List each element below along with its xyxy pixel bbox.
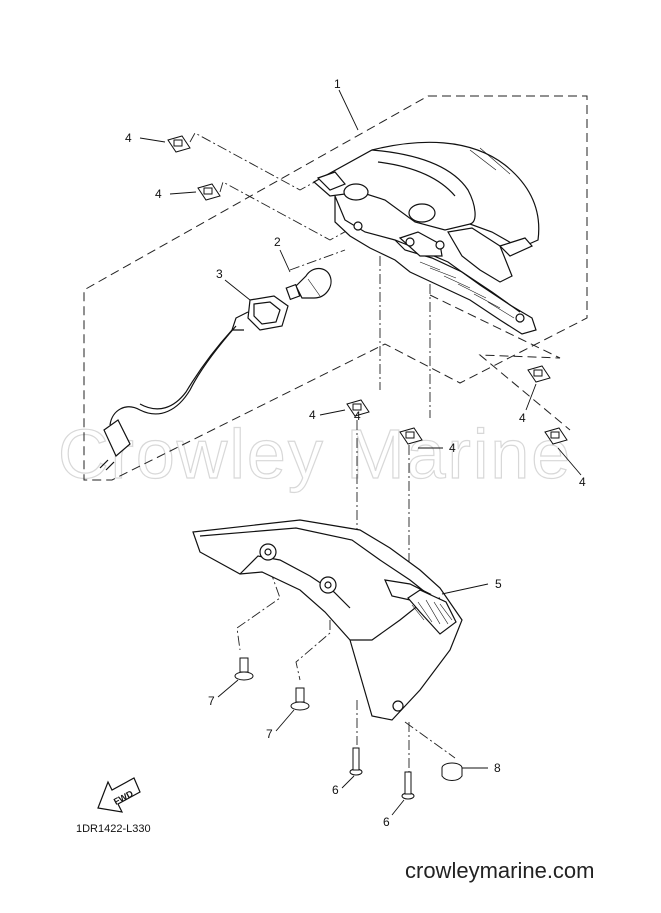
tail-light-housing — [312, 141, 540, 335]
diagram-code: 1DR1422-L330 — [76, 823, 151, 835]
callout-4c: 4 — [309, 408, 316, 422]
bolt-2 — [290, 687, 310, 711]
bulb — [285, 267, 332, 301]
clip-bracket — [429, 294, 571, 431]
callout-leaders — [139, 89, 582, 816]
callout-7a: 7 — [208, 694, 215, 708]
callout-4g: 4 — [354, 409, 361, 423]
clips — [167, 135, 568, 445]
callout-3: 3 — [216, 267, 223, 281]
callout-4a: 4 — [125, 131, 132, 145]
callout-6a: 6 — [332, 783, 339, 797]
callout-4e: 4 — [519, 411, 526, 425]
callout-labels: 1 2 3 4 4 4 4 4 4 4 5 6 6 7 7 8 — [125, 77, 586, 829]
site-name: crowleymarine.com — [405, 858, 595, 883]
grommet — [441, 762, 463, 781]
lower-cover — [192, 519, 463, 721]
assembly-boundary — [83, 95, 588, 481]
watermark-text: Crowley Marine — [58, 415, 572, 493]
forward-arrow-icon: FWD — [97, 777, 141, 813]
clip-3 — [346, 399, 370, 417]
callout-5: 5 — [495, 577, 502, 591]
bolt-1 — [234, 657, 254, 681]
callout-4b: 4 — [155, 187, 162, 201]
callout-4f: 4 — [579, 475, 586, 489]
callout-2: 2 — [274, 235, 281, 249]
screws — [349, 747, 415, 800]
callout-6b: 6 — [383, 815, 390, 829]
cover-hatching — [411, 599, 453, 625]
housing-hatching — [419, 147, 515, 319]
leader-lines — [189, 132, 456, 778]
clip-4 — [399, 427, 423, 445]
clip-2 — [197, 183, 221, 201]
socket-cord — [99, 295, 289, 471]
clip-1 — [167, 135, 191, 153]
clip-5 — [527, 365, 551, 383]
clip-6 — [544, 427, 568, 445]
bolts — [234, 657, 310, 711]
screw-2 — [401, 771, 415, 800]
callout-4d: 4 — [449, 441, 456, 455]
callout-7b: 7 — [266, 727, 273, 741]
callout-8: 8 — [494, 761, 501, 775]
callout-1: 1 — [334, 77, 341, 91]
screw-1 — [349, 747, 363, 776]
